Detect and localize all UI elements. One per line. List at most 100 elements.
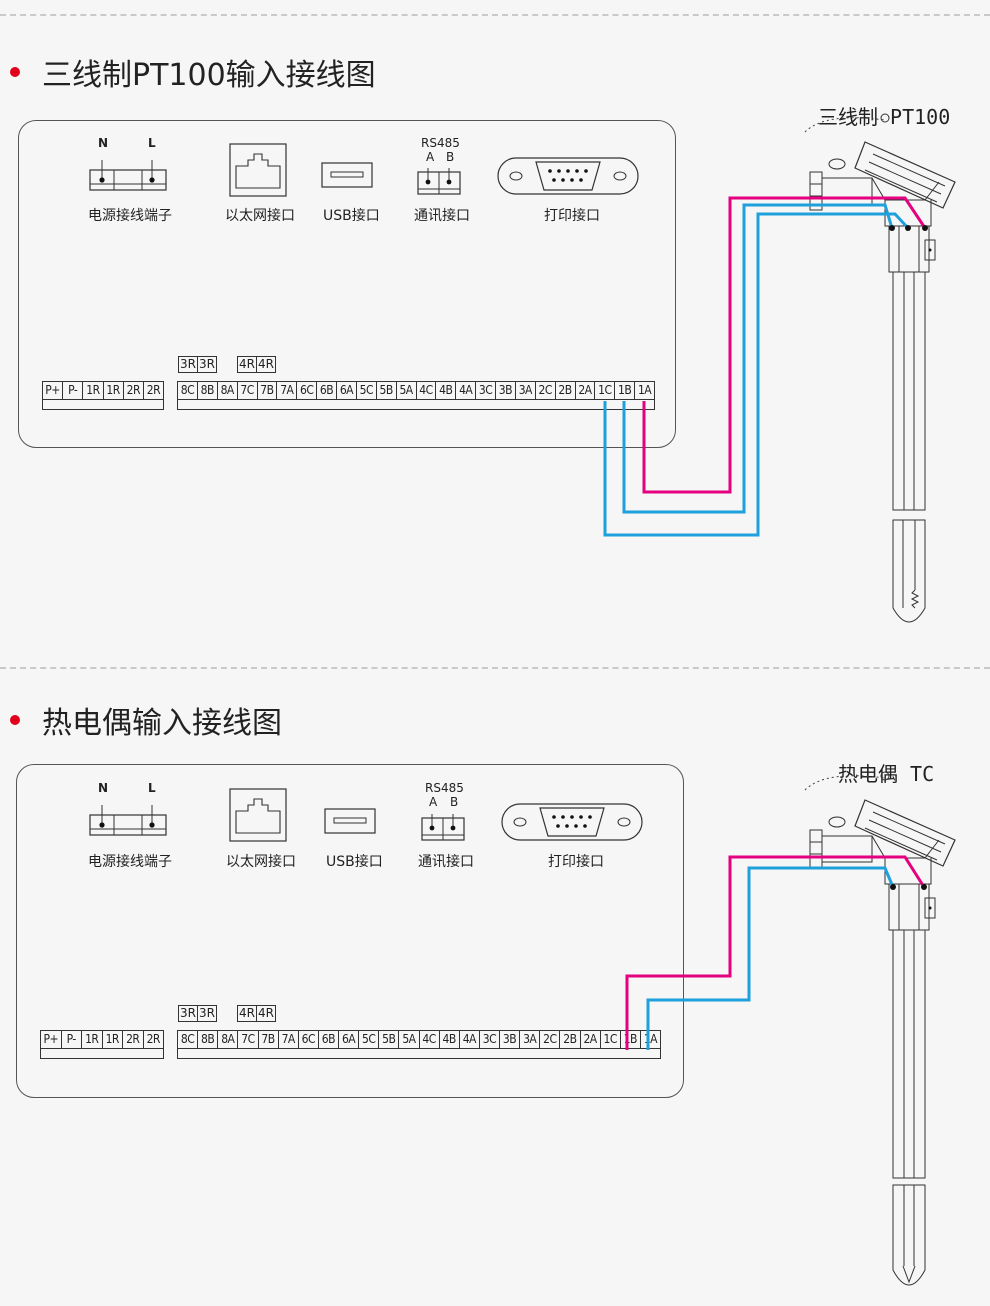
terminal-6b: 6B: [317, 382, 337, 399]
terminal-4b: 4B: [436, 382, 457, 399]
terminal-4a: 4A: [456, 382, 477, 399]
terminal-1r: 1R: [104, 382, 124, 399]
upper-label: 4R: [255, 1005, 276, 1022]
terminal-5b: 5B: [379, 1031, 400, 1048]
section-1-title-text: 三线制PT100输入接线图: [42, 58, 376, 93]
pt100-screw-terminals: [889, 225, 928, 231]
upper-label: 4R: [237, 356, 257, 373]
terminal-2r: 2R: [124, 382, 144, 399]
power-pin-n: N: [98, 781, 109, 795]
terminal-pplus: P+: [41, 1031, 62, 1048]
tc-screw-terminals: [890, 884, 927, 890]
terminal-4c: 4C: [417, 382, 437, 399]
tc-probe-icon: [892, 929, 926, 1286]
terminal-7a: 7A: [279, 1031, 299, 1048]
top-divider: [0, 14, 990, 16]
terminal-1r: 1R: [103, 1031, 123, 1048]
middle-divider: [0, 667, 990, 669]
main-strip-base: [177, 1048, 661, 1059]
tc-sensor-title: 热电偶 TC: [838, 762, 935, 786]
terminal-pplus: P+: [43, 382, 64, 399]
pt100-sensor-title: 三线制 PT100: [818, 105, 951, 129]
terminal-4b: 4B: [440, 1031, 460, 1048]
power-terminal-label: 电源接线端子: [88, 208, 172, 224]
rs485-label: RS485: [425, 781, 464, 795]
power-pin-n: N: [98, 136, 109, 150]
terminal-6a: 6A: [337, 382, 357, 399]
main-strip-base: [177, 399, 655, 410]
upper-label: 4R: [255, 356, 276, 373]
terminal-8a: 8A: [218, 1031, 239, 1048]
terminal-8b: 8B: [198, 382, 218, 399]
rs485-pin-b: B: [450, 795, 459, 809]
terminal-1r: 1R: [82, 1031, 103, 1048]
power-pin-l: L: [148, 136, 156, 150]
terminal-6c: 6C: [299, 1031, 319, 1048]
section-1-title: 三线制PT100输入接线图: [10, 50, 376, 94]
upper-label: 3R: [196, 1005, 217, 1022]
rs485-pin-a: A: [426, 150, 435, 164]
bullet-icon: [10, 67, 20, 77]
terminal-5c: 5C: [359, 1031, 380, 1048]
bullet-icon: [10, 715, 20, 725]
terminal-8a: 8A: [218, 382, 238, 399]
comm-port-label: 通讯接口: [414, 208, 470, 224]
terminal-5a: 5A: [397, 382, 417, 399]
terminal-2a: 2A: [581, 1031, 601, 1048]
terminal-8c: 8C: [178, 382, 198, 399]
upper-label: 3R: [196, 356, 217, 373]
terminal-2b: 2B: [560, 1031, 581, 1048]
terminal-7b: 7B: [259, 1031, 279, 1048]
upper-label: 3R: [178, 356, 198, 373]
terminal-1a: 1A: [643, 1032, 658, 1046]
terminal-8c: 8C: [178, 1031, 199, 1048]
terminal-4c: 4C: [420, 1031, 440, 1048]
power-pin-l: L: [148, 781, 156, 795]
terminal-5c: 5C: [357, 382, 377, 399]
upper-label: 3R: [178, 1005, 198, 1022]
terminal-3c: 3C: [480, 1031, 500, 1048]
terminal-8b: 8B: [198, 1031, 219, 1048]
pt100-probe-icon: [892, 271, 926, 623]
power-terminal-label: 电源接线端子: [88, 854, 172, 870]
blue-wire: [646, 866, 895, 1050]
ethernet-port-label: 以太网接口: [226, 854, 296, 870]
terminal-2r: 2R: [146, 383, 161, 397]
terminal-pminus: P-: [63, 382, 84, 399]
terminal-6c: 6C: [297, 382, 318, 399]
terminal-3a: 3A: [520, 1031, 541, 1048]
terminal-4a: 4A: [460, 1031, 480, 1048]
comm-port-label: 通讯接口: [418, 854, 474, 870]
terminal-2b: 2B: [556, 382, 576, 399]
terminal-7b: 7B: [258, 382, 278, 399]
rs485-label: RS485: [421, 136, 460, 150]
terminal-6a: 6A: [339, 1031, 360, 1048]
terminal-6b: 6B: [319, 1031, 339, 1048]
terminal-1r: 1R: [83, 382, 104, 399]
terminal-1a: 1A: [637, 383, 652, 397]
pt100-sensor-head-icon: [804, 113, 956, 273]
upper-labels-3r: 3R 3R: [178, 356, 217, 373]
tc-sensor-head-icon: [804, 771, 956, 931]
ethernet-port-label: 以太网接口: [225, 208, 295, 224]
terminal-2c: 2C: [540, 1031, 561, 1048]
section-2-title-text: 热电偶输入接线图: [42, 706, 282, 741]
terminal-1b: 1B: [615, 382, 636, 399]
terminal-7c: 7C: [238, 382, 258, 399]
rs485-pin-a: A: [429, 795, 438, 809]
terminal-5b: 5B: [377, 382, 397, 399]
terminal-2r: 2R: [123, 1031, 144, 1048]
terminal-3a: 3A: [516, 382, 536, 399]
upper-labels-4r: 4R 4R: [237, 1005, 276, 1022]
terminal-pminus: P-: [62, 1031, 82, 1048]
left-strip-base: [40, 1048, 164, 1059]
terminal-3b: 3B: [496, 382, 516, 399]
terminal-2a: 2A: [576, 382, 596, 399]
upper-label: 4R: [237, 1005, 257, 1022]
left-strip-base: [42, 399, 164, 410]
terminal-3b: 3B: [500, 1031, 521, 1048]
